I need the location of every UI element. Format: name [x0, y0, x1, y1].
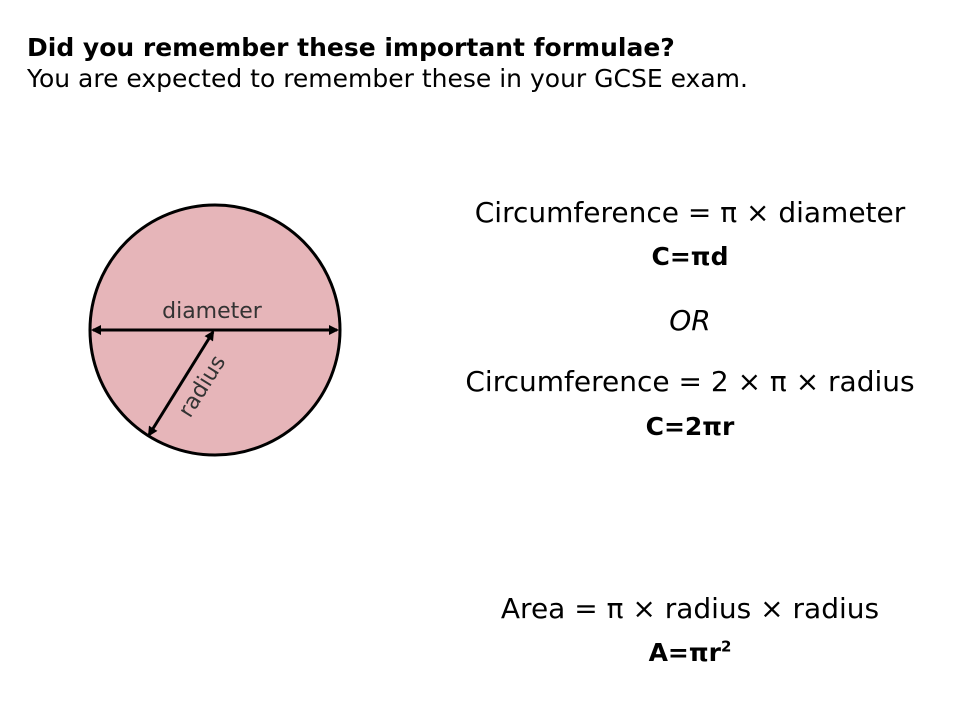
or-label: OR: [669, 304, 711, 337]
area-symbol-exponent: 2: [720, 637, 732, 656]
circumference-radius-formula: Circumference = 2 × π × radius: [465, 365, 915, 398]
circumference-radius-symbol: C=2πr: [645, 412, 735, 441]
slide-heading: Did you remember these important formula…: [27, 33, 927, 95]
heading-question: Did you remember these important formula…: [27, 33, 675, 62]
formula-column: Circumference = π × diameter C=πd OR Cir…: [440, 0, 940, 720]
heading-instruction: You are expected to remember these in yo…: [27, 64, 748, 93]
radius-arrow: [147, 330, 215, 437]
area-symbol: A=πr2: [440, 638, 940, 667]
circumference-diameter-symbol: C=πd: [651, 242, 729, 271]
circumference-diameter-formula: Circumference = π × diameter: [474, 196, 906, 229]
diameter-label: diameter: [162, 299, 263, 324]
circle-diagram: diameter radius: [88, 203, 342, 457]
area-symbol-base: A=πr: [648, 638, 721, 667]
area-formula: Area = π × radius × radius: [500, 592, 880, 625]
